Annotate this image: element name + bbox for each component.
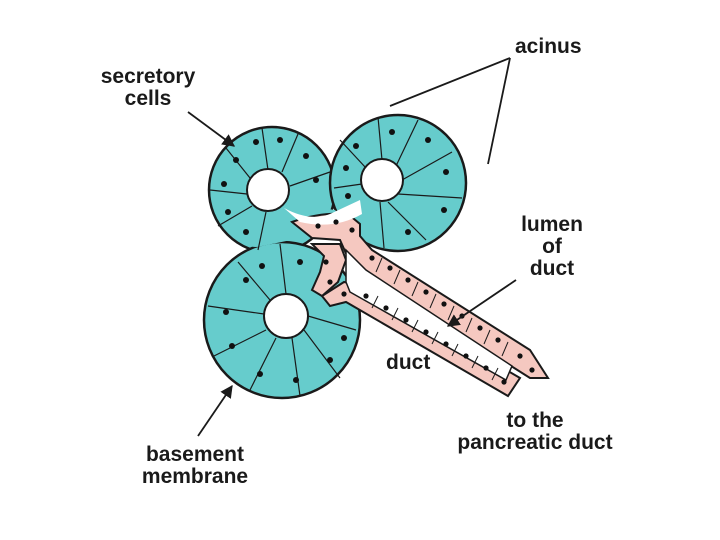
label-basement-line2: membrane — [141, 465, 249, 488]
acinar-lumens — [246, 158, 404, 339]
label-acinus: acinus — [515, 35, 582, 58]
label-basement-line1: basement — [145, 443, 245, 466]
label-secretory-line2: cells — [124, 87, 172, 110]
label-secretory-cells: secretory cells — [86, 66, 210, 110]
label-secretory-line1: secretory — [100, 65, 196, 88]
pointer-lumen-of-duct — [446, 279, 517, 327]
lumen-top-right — [360, 158, 404, 202]
label-lumen-line3: duct — [529, 257, 575, 280]
label-to-the-line1: to the — [506, 409, 564, 432]
label-basement-membrane: basement membrane — [128, 444, 262, 488]
lumen-connector — [284, 200, 362, 225]
label-lumen-line1: lumen — [521, 213, 583, 236]
label-duct: duct — [386, 351, 431, 374]
acinar-cell-boundaries — [207, 116, 463, 397]
label-to-pancreatic-duct: to the pancreatic duct — [440, 410, 630, 454]
duct-lumen — [345, 248, 513, 382]
lumen-top-left — [246, 168, 290, 212]
cell-nuclei — [221, 129, 535, 385]
duct — [289, 212, 550, 398]
pointer-basement-membrane — [197, 384, 233, 437]
pointer-acinus-right — [487, 57, 511, 165]
label-pointers — [187, 57, 517, 437]
label-lumen-of-duct: lumen of duct — [510, 214, 594, 280]
lumen-bottom — [263, 293, 309, 339]
label-lumen-line2: of — [542, 235, 562, 258]
duct-branch — [309, 243, 348, 298]
label-to-the-line2: pancreatic duct — [457, 431, 613, 454]
pointer-secretory-cells — [187, 111, 236, 147]
pointer-acinus-left — [389, 57, 511, 107]
